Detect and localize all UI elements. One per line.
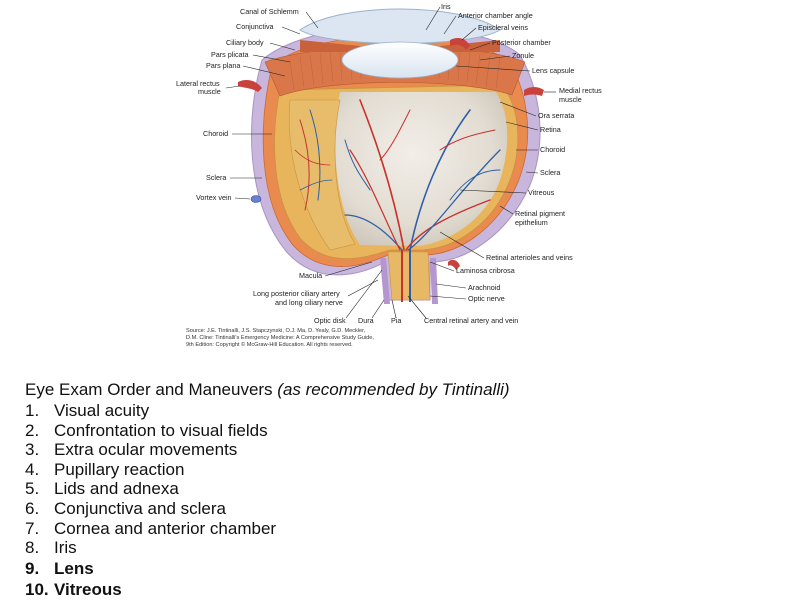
label-sclera-left: Sclera (206, 173, 226, 182)
exam-list-item: 7. Cornea and anterior chamber (25, 519, 785, 539)
label-optic-disk: Optic disk (314, 316, 346, 325)
iris (300, 40, 500, 52)
exam-item-number: 8. (25, 538, 40, 558)
label-conjunctiva: Conjunctiva (236, 22, 274, 31)
label-laminosa-cribrosa: Laminosa cribrosa (456, 266, 515, 275)
exam-heading-main: Eye Exam Order and Maneuvers (25, 380, 278, 399)
exam-item-text: Pupillary reaction (54, 459, 185, 479)
exam-list-item: 9. Lens (25, 558, 785, 579)
label-vortex-vein: Vortex vein (196, 193, 232, 202)
source-line-2: D.M. Cline: Tintinalli's Emergency Medic… (186, 335, 374, 341)
cornea (299, 8, 501, 44)
label-ora-serrata: Ora serrata (538, 111, 574, 120)
exam-item-number: 4. (25, 459, 40, 479)
label-central-retinal: Central retinal artery and vein (424, 316, 518, 325)
label-medial-rectus-2: muscle (559, 95, 582, 104)
source-line-3: 9th Edition: Copyright © McGraw-Hill Edu… (186, 341, 353, 348)
label-retinal-pigment-1: Retinal pigment (515, 209, 565, 218)
label-canal-of-schlemm: Canal of Schlemm (240, 7, 299, 16)
exam-item-text: Lens (54, 558, 94, 578)
exam-list-item: 2. Confrontation to visual fields (25, 421, 785, 441)
label-retinal-arterioles: Retinal arterioles and veins (486, 253, 573, 262)
exam-item-number: 3. (25, 440, 40, 460)
label-long-ciliary-1: Long posterior ciliary artery (253, 289, 340, 298)
label-long-ciliary-2: and long ciliary nerve (275, 298, 343, 307)
exam-list-item: 8. Iris (25, 538, 785, 558)
medial-rectus-muscle (524, 87, 544, 96)
vortex-vein-mark (250, 195, 262, 203)
cut-wall (288, 99, 356, 251)
exam-item-text: Confrontation to visual fields (54, 420, 268, 440)
exam-section: Eye Exam Order and Maneuvers (as recomme… (25, 380, 785, 600)
label-arachnoid: Arachnoid (468, 283, 500, 292)
label-sclera-right: Sclera (540, 168, 560, 177)
label-episcleral-veins: Episcleral veins (478, 23, 528, 32)
label-anterior-chamber-angle: Anterior chamber angle (458, 11, 533, 20)
exam-heading-note: (as recommended by Tintinalli) (277, 380, 510, 399)
exam-item-number: 5. (25, 479, 40, 499)
exam-item-number: 7. (25, 518, 40, 538)
exam-item-text: Cornea and anterior chamber (54, 518, 277, 538)
label-lateral-rectus-1: Lateral rectus (176, 79, 220, 88)
label-retina: Retina (540, 125, 561, 134)
label-pars-plicata: Pars plicata (211, 50, 249, 59)
label-iris: Iris (441, 2, 451, 11)
exam-item-text: Visual acuity (54, 401, 150, 420)
vitreous-body (335, 92, 508, 246)
episcleral-vein-mark (450, 38, 470, 50)
label-posterior-chamber: Posterior chamber (492, 38, 551, 47)
label-choroid-right: Choroid (540, 145, 565, 154)
label-choroid-left: Choroid (203, 129, 228, 138)
exam-item-text: Lids and adnexa (54, 479, 179, 499)
exam-item-text: Vitreous (54, 579, 122, 599)
label-lens-capsule: Lens capsule (532, 66, 574, 75)
exam-list-item: 5. Lids and adnexa (25, 479, 785, 499)
exam-heading: Eye Exam Order and Maneuvers (as recomme… (25, 380, 785, 400)
label-lateral-rectus-2: muscle (198, 87, 221, 96)
laminosa-mark (448, 259, 460, 270)
label-pars-plana: Pars plana (206, 61, 240, 70)
label-pia: Pia (391, 316, 401, 325)
label-dura: Dura (358, 316, 374, 325)
exam-item-text: Extra ocular movements (54, 440, 238, 460)
label-optic-nerve: Optic nerve (468, 294, 505, 303)
exam-item-number: 6. (25, 498, 40, 518)
exam-list-item: 10.Vitreous (25, 579, 785, 600)
label-vitreous: Vitreous (528, 188, 555, 197)
exam-list-item: 6. Conjunctiva and sclera (25, 499, 785, 519)
label-medial-rectus-1: Medial rectus (559, 86, 602, 95)
lateral-rectus-muscle (238, 80, 262, 92)
exam-item-text: Iris (54, 538, 77, 558)
label-zonule: Zonule (512, 51, 534, 60)
exam-list: 1. Visual acuity 2. Confrontation to visual… (25, 401, 785, 600)
exam-item-text: Conjunctiva and sclera (54, 498, 226, 518)
exam-list-item: 1. Visual acuity (25, 401, 785, 421)
label-ciliary-body: Ciliary body (226, 38, 264, 47)
exam-item-number: 10. (25, 579, 49, 599)
source-line-1: Source: J.E. Tintinalli, J.S. Stapczynsk… (186, 328, 366, 334)
exam-item-number: 1. (25, 401, 40, 420)
lens (341, 41, 459, 79)
eye-anatomy-diagram: Canal of Schlemm Conjunctiva Ciliary bod… (176, 2, 602, 348)
exam-item-number: 9. (25, 558, 40, 578)
label-retinal-pigment-2: epithelium (515, 218, 548, 227)
exam-item-number: 2. (25, 420, 40, 440)
exam-list-item: 3. Extra ocular movements (25, 440, 785, 460)
label-macula: Macula (299, 271, 322, 280)
retinal-vessels (294, 99, 501, 251)
exam-list-item: 4. Pupillary reaction (25, 460, 785, 480)
